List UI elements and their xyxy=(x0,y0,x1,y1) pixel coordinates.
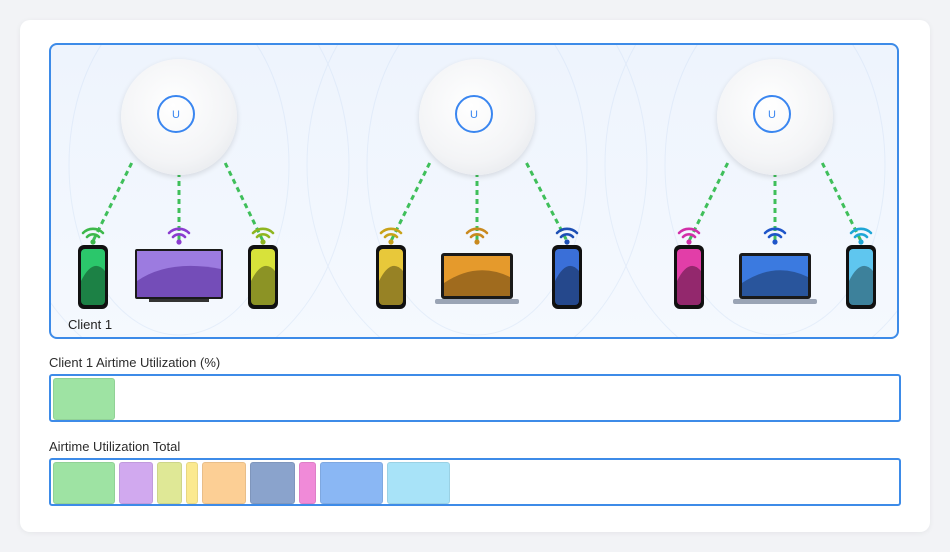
utilization-segment[interactable] xyxy=(387,462,450,504)
wifi-icon xyxy=(677,227,701,245)
access-point-1[interactable]: U xyxy=(121,59,237,175)
ap-logo-icon: U xyxy=(768,109,776,121)
device-group xyxy=(78,227,876,309)
ap-ring-icon xyxy=(753,95,791,133)
network-diagram: U U U Client 1 xyxy=(49,43,899,339)
ap-link-line xyxy=(687,162,730,242)
ap-link-line xyxy=(223,162,265,242)
access-point-3[interactable]: U xyxy=(717,59,833,175)
wifi-icon xyxy=(555,227,579,245)
utilization-segment[interactable] xyxy=(319,462,384,504)
phone-device[interactable] xyxy=(552,245,582,309)
phone-device[interactable] xyxy=(248,245,278,309)
ap-logo-icon: U xyxy=(172,109,180,121)
ap-link-line xyxy=(389,162,432,242)
wifi-icon xyxy=(167,227,191,245)
utilization-segment[interactable] xyxy=(250,462,296,504)
total-util-bar xyxy=(49,458,901,506)
tv-device[interactable] xyxy=(135,249,223,302)
client-util-label: Client 1 Airtime Utilization (%) xyxy=(49,355,221,370)
phone-device[interactable] xyxy=(846,245,876,309)
wifi-icon xyxy=(81,227,105,245)
utilization-segment[interactable] xyxy=(201,462,247,504)
utilization-segment[interactable] xyxy=(53,378,115,420)
ap-link-line xyxy=(91,162,134,242)
utilization-segment[interactable] xyxy=(299,462,316,504)
utilization-segment[interactable] xyxy=(186,462,198,504)
ap-ring-icon xyxy=(157,95,195,133)
phone-device[interactable] xyxy=(376,245,406,309)
ap-link-line xyxy=(525,162,569,242)
laptop-device[interactable] xyxy=(435,253,519,304)
ap-ring-icon xyxy=(455,95,493,133)
wifi-icon xyxy=(849,227,873,245)
wifi-icon xyxy=(763,227,787,245)
wifi-icon xyxy=(251,227,275,245)
wifi-icon xyxy=(379,227,403,245)
utilization-segment[interactable] xyxy=(53,462,115,504)
client-label: Client 1 xyxy=(68,317,113,332)
utilization-segment[interactable] xyxy=(118,462,153,504)
client-util-bar xyxy=(49,374,901,422)
diagram-canvas xyxy=(51,45,897,337)
utilization-segment[interactable] xyxy=(156,462,183,504)
wifi-icon xyxy=(465,227,489,245)
total-util-label: Airtime Utilization Total xyxy=(49,439,181,454)
ap-logo-icon: U xyxy=(470,109,478,121)
phone-device[interactable] xyxy=(78,245,108,309)
phone-device[interactable] xyxy=(674,245,704,309)
access-point-2[interactable]: U xyxy=(419,59,535,175)
ap-link-line xyxy=(820,162,863,242)
laptop-device[interactable] xyxy=(733,253,817,304)
